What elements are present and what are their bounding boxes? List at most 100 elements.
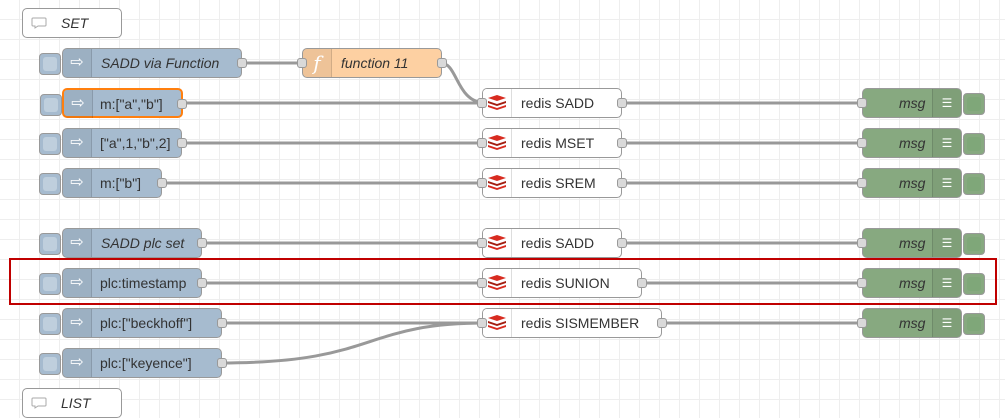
- redis-icon: [483, 309, 512, 337]
- input-port[interactable]: [477, 238, 487, 248]
- input-port[interactable]: [477, 318, 487, 328]
- input-port[interactable]: [477, 278, 487, 288]
- inject-arrow-icon: ⇨: [63, 349, 92, 377]
- redis-node-sunion[interactable]: redis SUNION: [477, 268, 647, 298]
- redis-node-srem[interactable]: redis SREM: [477, 168, 627, 198]
- inject-label: m:["b"]: [100, 175, 142, 191]
- debug-label: msg: [899, 135, 926, 151]
- inject-arrow-icon: ⇨: [63, 229, 92, 257]
- inject-trigger-button[interactable]: [39, 53, 61, 75]
- debug-list-icon: ☰: [932, 309, 961, 337]
- inject-label: plc:["beckhoff"]: [100, 315, 193, 331]
- input-port[interactable]: [857, 138, 867, 148]
- inject-trigger-button[interactable]: [39, 173, 61, 195]
- output-port[interactable]: [657, 318, 667, 328]
- comment-label: LIST: [61, 395, 91, 411]
- input-port[interactable]: [477, 138, 487, 148]
- comment-set[interactable]: SET: [22, 8, 122, 38]
- output-port[interactable]: [617, 178, 627, 188]
- output-port[interactable]: [617, 138, 627, 148]
- inject-trigger-button[interactable]: [39, 133, 61, 155]
- debug-node-6[interactable]: msg ☰: [857, 308, 985, 338]
- inject-trigger-button[interactable]: [40, 94, 62, 116]
- output-port[interactable]: [197, 238, 207, 248]
- inject-trigger-button[interactable]: [39, 233, 61, 255]
- debug-node-2[interactable]: msg ☰: [857, 128, 985, 158]
- output-port[interactable]: [177, 99, 187, 109]
- inject-arrow-icon: ⇨: [63, 49, 92, 77]
- redis-node-sadd-plc[interactable]: redis SADD: [477, 228, 627, 258]
- inject-label: plc:timestamp: [100, 275, 187, 291]
- inject-node-plc-beckhoff[interactable]: ⇨ plc:["beckhoff"]: [39, 308, 227, 338]
- redis-icon: [483, 129, 512, 157]
- comment-icon: [31, 17, 47, 29]
- input-port[interactable]: [857, 238, 867, 248]
- debug-list-icon: ☰: [932, 129, 961, 157]
- inject-trigger-button[interactable]: [39, 313, 61, 335]
- debug-node-3[interactable]: msg ☰: [857, 168, 985, 198]
- redis-label: redis SADD: [521, 235, 595, 251]
- inject-label: SADD via Function: [101, 55, 220, 71]
- debug-toggle-button[interactable]: [963, 173, 985, 195]
- debug-toggle-button[interactable]: [963, 273, 985, 295]
- comment-label: SET: [61, 15, 89, 31]
- redis-label: redis SADD: [521, 95, 595, 111]
- output-port[interactable]: [617, 238, 627, 248]
- output-port[interactable]: [437, 58, 447, 68]
- output-port[interactable]: [217, 318, 227, 328]
- debug-label: msg: [899, 275, 926, 291]
- debug-list-icon: ☰: [932, 229, 961, 257]
- debug-label: msg: [899, 235, 926, 251]
- debug-list-icon: ☰: [932, 269, 961, 297]
- inject-node-m-b[interactable]: ⇨ m:["b"]: [39, 168, 167, 198]
- redis-label: redis MSET: [521, 135, 595, 151]
- redis-node-sismember[interactable]: redis SISMEMBER: [477, 308, 667, 338]
- input-port[interactable]: [477, 98, 487, 108]
- function-node[interactable]: f function 11: [297, 48, 447, 78]
- inject-arrow-icon: ⇨: [63, 269, 92, 297]
- inject-node-plc-timestamp[interactable]: ⇨ plc:timestamp: [39, 268, 207, 298]
- redis-node-sadd[interactable]: redis SADD: [477, 88, 627, 118]
- inject-trigger-button[interactable]: [39, 273, 61, 295]
- input-port[interactable]: [857, 278, 867, 288]
- debug-toggle-button[interactable]: [963, 93, 985, 115]
- redis-icon: [483, 269, 512, 297]
- output-port[interactable]: [617, 98, 627, 108]
- debug-label: msg: [899, 315, 926, 331]
- debug-toggle-button[interactable]: [963, 313, 985, 335]
- output-port[interactable]: [177, 138, 187, 148]
- inject-arrow-icon: ⇨: [63, 129, 92, 157]
- redis-label: redis SISMEMBER: [521, 315, 640, 331]
- debug-label: msg: [899, 95, 926, 111]
- inject-node-a1b2[interactable]: ⇨ ["a",1,"b",2]: [39, 128, 187, 158]
- function-label: function 11: [341, 55, 409, 71]
- redis-node-mset[interactable]: redis MSET: [477, 128, 627, 158]
- input-port[interactable]: [857, 318, 867, 328]
- output-port[interactable]: [157, 178, 167, 188]
- inject-arrow-icon: ⇨: [64, 90, 93, 118]
- output-port[interactable]: [637, 278, 647, 288]
- debug-node-5[interactable]: msg ☰: [857, 268, 985, 298]
- output-port[interactable]: [197, 278, 207, 288]
- input-port[interactable]: [857, 98, 867, 108]
- debug-toggle-button[interactable]: [963, 233, 985, 255]
- inject-label: plc:["keyence"]: [100, 355, 192, 371]
- inject-node-sadd-via-function[interactable]: ⇨ SADD via Function: [39, 48, 247, 78]
- inject-node-sadd-plc-set[interactable]: ⇨ SADD plc set: [39, 228, 207, 258]
- inject-trigger-button[interactable]: [39, 353, 61, 375]
- debug-node-1[interactable]: msg ☰: [857, 88, 985, 118]
- output-port[interactable]: [217, 358, 227, 368]
- debug-toggle-button[interactable]: [963, 133, 985, 155]
- input-port[interactable]: [477, 178, 487, 188]
- input-port[interactable]: [297, 58, 307, 68]
- inject-node-m-ab[interactable]: ⇨ m:["a","b"]: [40, 88, 187, 118]
- debug-node-4[interactable]: msg ☰: [857, 228, 985, 258]
- input-port[interactable]: [857, 178, 867, 188]
- output-port[interactable]: [237, 58, 247, 68]
- redis-icon: [483, 169, 512, 197]
- redis-label: redis SREM: [521, 175, 596, 191]
- inject-node-plc-keyence[interactable]: ⇨ plc:["keyence"]: [39, 348, 227, 378]
- comment-list[interactable]: LIST: [22, 388, 122, 418]
- inject-label: SADD plc set: [101, 235, 185, 251]
- inject-label: m:["a","b"]: [100, 96, 163, 112]
